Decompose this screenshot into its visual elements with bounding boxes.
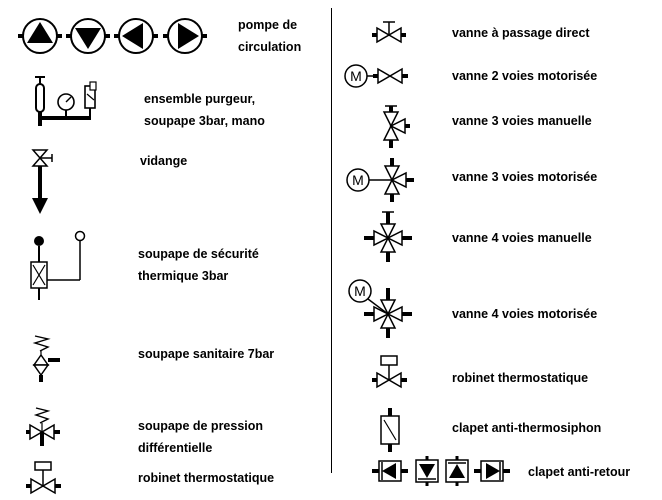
- motor-letter: M: [352, 172, 364, 188]
- thermostatic-valve-icon: [372, 355, 407, 389]
- thermal-safety-valve-icon: [30, 230, 86, 300]
- label-pompe: pompe de circulation: [238, 18, 302, 54]
- column-divider: [331, 8, 332, 473]
- manual-4-way-valve-icon: [364, 211, 412, 262]
- label-clapet-thermosiphon: clapet anti-thermosiphon: [452, 421, 602, 435]
- straight-valve-icon: [372, 21, 406, 44]
- circulation-pump-icon: [18, 18, 207, 54]
- pump-left-icon: [114, 18, 158, 54]
- label-vanne-4v-man: vanne 4 voies manuelle: [452, 231, 592, 245]
- motorized-3-way-valve-icon: M: [346, 158, 414, 202]
- label-clapet-retour: clapet anti-retour: [528, 465, 631, 479]
- purge-valve-gauge-assembly-icon: [35, 76, 97, 126]
- pump-down-icon: [66, 18, 110, 54]
- label-robinet-thermo-right: robinet thermostatique: [452, 371, 589, 385]
- motor-letter: M: [350, 68, 362, 84]
- drain-valve-icon: [31, 149, 53, 214]
- label-robinet-thermo-left: robinet thermostatique: [138, 471, 275, 485]
- label-vanne-direct: vanne à passage direct: [452, 26, 590, 40]
- check-valve-right-icon: [474, 460, 510, 482]
- label-soupape-diff: soupape de pression différentielle: [138, 419, 264, 455]
- label-vanne-3v-man: vanne 3 voies manuelle: [452, 114, 592, 128]
- label-soupape-sanitaire: soupape sanitaire 7bar: [138, 347, 275, 361]
- manual-3-way-valve-icon: [382, 105, 410, 148]
- pump-up-icon: [18, 18, 62, 54]
- check-valve-up-icon: [445, 456, 469, 486]
- motorized-2-way-valve-icon: M: [344, 64, 408, 88]
- label-vanne-2v-moto: vanne 2 voies motorisée: [452, 69, 598, 83]
- label-vidange: vidange: [140, 154, 188, 168]
- check-valve-down-icon: [415, 456, 439, 486]
- label-vanne-4v-moto: vanne 4 voies motorisée: [452, 307, 598, 321]
- check-valve-left-icon: [372, 460, 408, 482]
- label-vanne-3v-moto: vanne 3 voies motorisée: [452, 170, 598, 184]
- check-valve-icon: [372, 456, 510, 486]
- differential-pressure-valve-icon: [26, 407, 60, 446]
- thermostatic-valve-icon: [26, 461, 61, 495]
- motor-letter: M: [354, 283, 366, 299]
- pump-right-icon: [163, 18, 207, 54]
- label-purgeur: ensemble purgeur, soupape 3bar, mano: [144, 92, 265, 128]
- motorized-4-way-valve-icon: M: [348, 279, 412, 338]
- anti-thermosiphon-valve-icon: [380, 408, 400, 452]
- sanitary-relief-valve-icon: [32, 335, 60, 382]
- label-soupape-thermique: soupape de sécurité thermique 3bar: [138, 247, 259, 283]
